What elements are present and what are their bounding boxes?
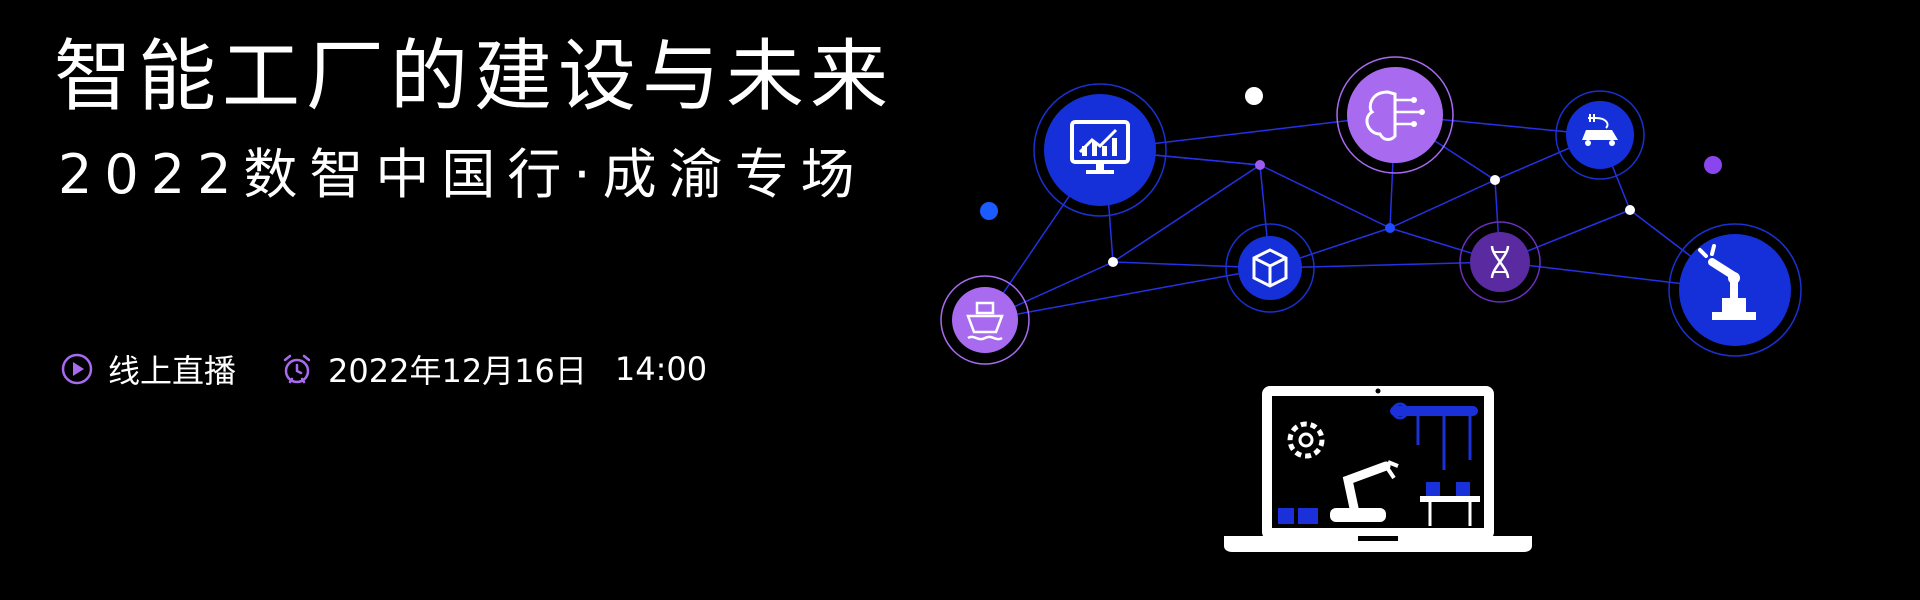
dna-icon [1459, 221, 1541, 303]
ai-brain-icon [1336, 56, 1454, 174]
robot-arm-icon [1668, 223, 1802, 357]
electric-car-icon [1555, 90, 1645, 180]
monitor-chart-icon [1033, 83, 1167, 217]
event-subtitle: 2022数智中国行·成渝专场 [58, 143, 867, 206]
ship-icon [940, 275, 1030, 365]
laptop-factory-icon [1224, 386, 1532, 552]
event-date: 2022年12月16日 [328, 352, 587, 390]
play-circle-icon [61, 353, 93, 385]
package-box-icon [1225, 223, 1315, 313]
network-node [1385, 223, 1395, 233]
live-label: 线上直播 [108, 352, 237, 390]
network-node [1490, 175, 1500, 185]
floating-dot [1704, 156, 1722, 174]
alarm-clock-icon [283, 354, 311, 384]
network-node [1108, 257, 1118, 267]
event-meta: 线上直播 2022年12月16日 14:00 [60, 346, 707, 392]
network-node [1625, 205, 1635, 215]
network-node [1255, 160, 1265, 170]
event-time: 14:00 [614, 350, 708, 388]
event-title: 智能工厂的建设与未来 [54, 32, 895, 122]
floating-dot [1245, 87, 1263, 105]
floating-dot [980, 202, 998, 220]
